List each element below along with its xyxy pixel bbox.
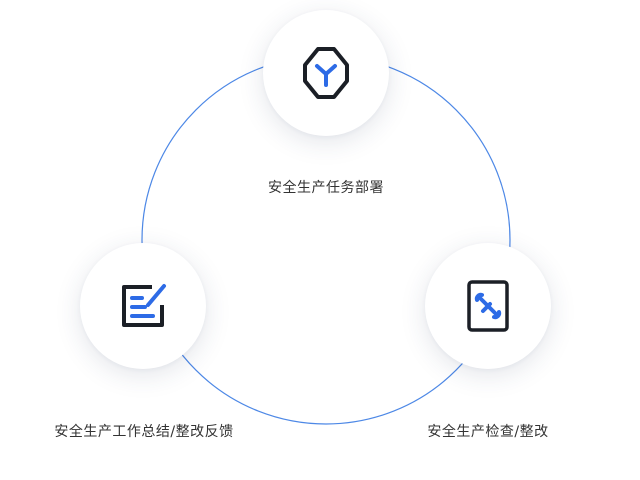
- hexagon-nodes-icon: [303, 47, 349, 99]
- task-deploy-label: 安全生产任务部署: [268, 180, 384, 196]
- work-summary-node[interactable]: [80, 243, 206, 369]
- inspection-label: 安全生产检查/整改: [427, 424, 549, 440]
- edit-document-icon: [122, 284, 166, 327]
- wrench-card-icon: [467, 280, 509, 332]
- task-deploy-node[interactable]: [263, 10, 389, 136]
- work-summary-label: 安全生产工作总结/整改反馈: [54, 424, 234, 440]
- inspection-node[interactable]: [425, 243, 551, 369]
